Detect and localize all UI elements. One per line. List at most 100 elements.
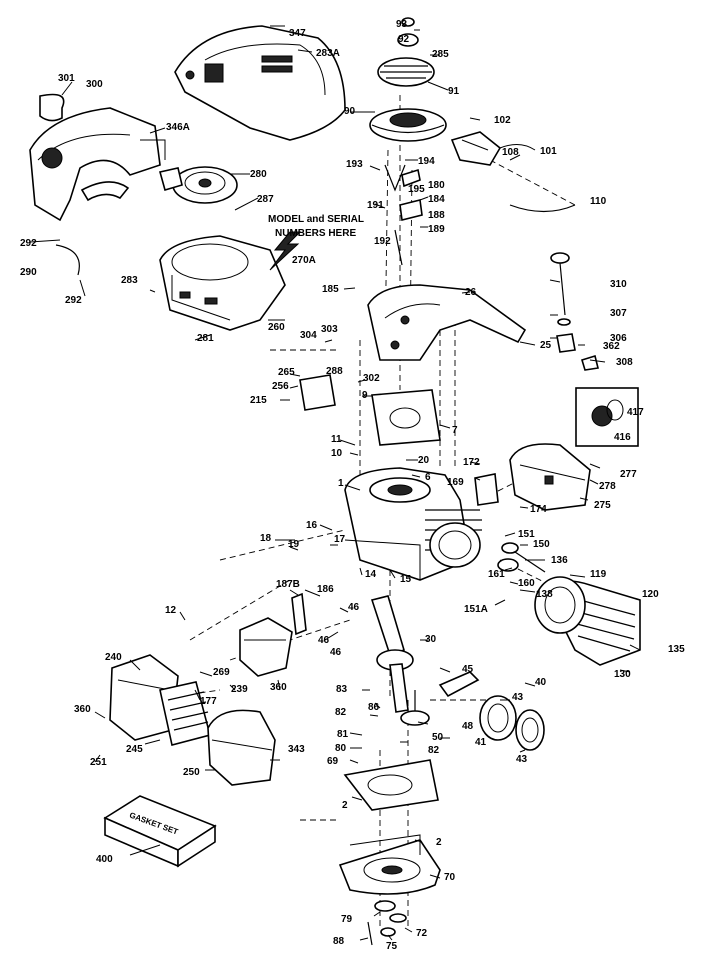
- label-41: 41: [475, 737, 487, 748]
- gasket-plate: [299, 374, 441, 446]
- label-30: 30: [425, 634, 437, 645]
- label-240: 240: [105, 652, 122, 663]
- label-260: 260: [268, 322, 285, 333]
- label-285: 285: [432, 49, 449, 60]
- label-343: 343: [288, 744, 305, 755]
- label-72: 72: [416, 928, 428, 939]
- label-194: 194: [418, 156, 435, 167]
- label-186: 186: [317, 584, 334, 595]
- label-88: 88: [333, 936, 345, 947]
- label-45: 45: [462, 664, 474, 675]
- label-136: 136: [551, 555, 568, 566]
- label-292-bottom: 292: [65, 295, 82, 306]
- label-185: 185: [322, 284, 339, 295]
- label-310: 310: [610, 279, 627, 290]
- label-281: 281: [197, 333, 214, 344]
- label-265: 265: [278, 367, 295, 378]
- label-138: 138: [536, 589, 553, 600]
- label-18: 18: [260, 533, 272, 544]
- label-169: 169: [447, 477, 464, 488]
- label-82: 82: [335, 707, 347, 718]
- label-417: 417: [627, 407, 644, 418]
- engine-block: [344, 467, 482, 581]
- label-17: 17: [334, 534, 346, 545]
- label-1: 1: [338, 478, 344, 489]
- label-2-left: 2: [342, 800, 348, 811]
- label-275: 275: [594, 500, 611, 511]
- label-184: 184: [428, 194, 445, 205]
- label-360-carb: 360: [270, 682, 287, 693]
- label-362: 362: [603, 341, 620, 352]
- leader-lines: [29, 25, 641, 941]
- label-6: 6: [425, 472, 431, 483]
- piston-assembly: [479, 695, 545, 751]
- label-86: 86: [368, 702, 380, 713]
- label-192: 192: [374, 236, 391, 247]
- blower-housing: [159, 235, 286, 331]
- air-filter-cover: [207, 709, 276, 786]
- label-269: 269: [213, 667, 230, 678]
- label-180: 180: [428, 180, 445, 191]
- label-12: 12: [165, 605, 177, 616]
- label-416: 416: [614, 432, 631, 443]
- label-43-lower: 43: [516, 754, 528, 765]
- label-193: 193: [346, 159, 363, 170]
- label-250: 250: [183, 767, 200, 778]
- connecting-rod: [438, 671, 480, 698]
- label-119: 119: [590, 569, 607, 580]
- fuel-tank: [29, 93, 166, 222]
- label-280: 280: [250, 169, 267, 180]
- label-160: 160: [518, 578, 535, 589]
- label-101: 101: [540, 146, 557, 157]
- label-90: 90: [344, 106, 356, 117]
- ground-wire: [509, 204, 576, 213]
- label-245: 245: [126, 744, 143, 755]
- label-110: 110: [590, 196, 607, 207]
- label-300: 300: [86, 79, 103, 90]
- label-19: 19: [288, 539, 300, 550]
- label-292-top: 292: [20, 238, 37, 249]
- label-2-right: 2: [436, 837, 442, 848]
- label-43: 43: [512, 692, 524, 703]
- label-102: 102: [494, 115, 511, 126]
- model-arrow: [269, 231, 302, 271]
- crankshaft: [370, 595, 414, 713]
- label-195: 195: [408, 184, 425, 195]
- label-26: 26: [465, 287, 477, 298]
- gasket-set-box: [103, 795, 217, 868]
- label-346a: 346A: [166, 122, 190, 133]
- muffler: [474, 443, 591, 511]
- label-20: 20: [418, 455, 430, 466]
- label-251: 251: [90, 757, 107, 768]
- label-172: 172: [463, 457, 480, 468]
- label-108: 108: [502, 147, 519, 158]
- label-81: 81: [337, 729, 349, 740]
- label-278: 278: [599, 481, 616, 492]
- label-301: 301: [58, 73, 75, 84]
- label-307: 307: [610, 308, 627, 319]
- gasket-69: [343, 759, 439, 811]
- ignition-module: [450, 131, 536, 166]
- rewind-starter: [159, 166, 238, 204]
- label-130: 130: [614, 669, 631, 680]
- camshaft-gear: [400, 690, 430, 726]
- label-304: 304: [300, 330, 317, 341]
- label-161: 161: [488, 569, 505, 580]
- label-79: 79: [341, 914, 353, 925]
- label-45-small: 46: [330, 647, 342, 658]
- label-69: 69: [327, 756, 339, 767]
- label-215: 215: [250, 395, 267, 406]
- label-290: 290: [20, 267, 37, 278]
- label-256: 256: [272, 381, 289, 392]
- label-120: 120: [642, 589, 659, 600]
- label-191: 191: [367, 200, 384, 211]
- spark-arrestor: [575, 387, 639, 447]
- label-288: 288: [326, 366, 343, 377]
- label-46: 46: [318, 635, 330, 646]
- label-189: 189: [428, 224, 445, 235]
- governor-linkage: [384, 164, 423, 266]
- label-270a: 270A: [292, 255, 316, 266]
- label-15: 15: [400, 574, 412, 585]
- model-serial-note-line1: MODEL and SERIAL: [268, 214, 364, 225]
